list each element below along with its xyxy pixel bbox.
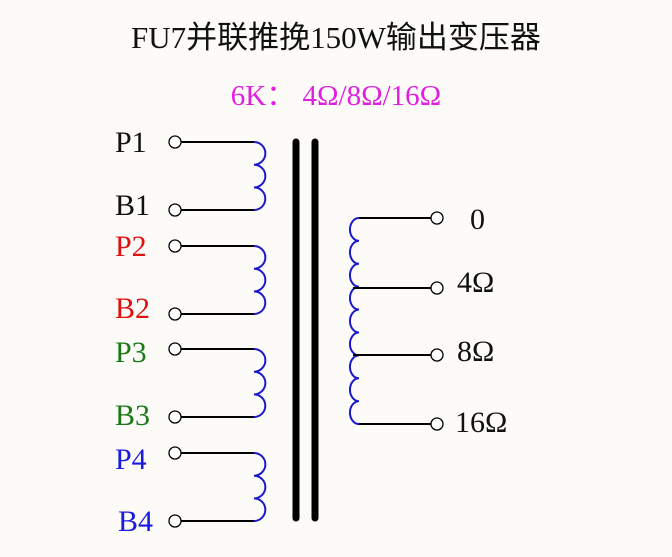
label-tap-4ohm: 4Ω	[457, 266, 495, 299]
label-tap-16ohm: 16Ω	[455, 406, 508, 439]
label-p2: P2	[115, 230, 147, 263]
terminal-16ohm	[430, 417, 444, 431]
primary-winding-1	[168, 135, 267, 217]
secondary-winding	[349, 211, 444, 431]
label-b3: B3	[115, 399, 151, 432]
primary-winding-4	[168, 446, 267, 528]
terminal-b4	[168, 514, 182, 528]
diagram-title: FU7并联推挽150W输出变压器	[131, 20, 541, 55]
label-p3: P3	[115, 336, 147, 369]
label-p4: P4	[115, 443, 147, 476]
transformer-core	[292, 138, 319, 522]
terminal-4ohm	[430, 281, 444, 295]
label-b4: B4	[118, 505, 154, 538]
terminal-b2	[168, 307, 182, 321]
terminal-p2	[168, 239, 182, 253]
terminal-b3	[168, 410, 182, 424]
label-b1: B1	[115, 189, 151, 222]
terminal-p3	[168, 342, 182, 356]
terminal-p1	[168, 135, 182, 149]
terminal-8ohm	[430, 348, 444, 362]
label-tap-8ohm: 8Ω	[457, 335, 495, 368]
label-p1: P1	[115, 126, 147, 159]
terminal-b1	[168, 203, 182, 217]
terminal-0	[430, 211, 444, 225]
primary-winding-3	[168, 342, 267, 424]
terminal-p4	[168, 446, 182, 460]
label-b2: B2	[115, 292, 151, 325]
label-tap-0: 0	[470, 203, 485, 236]
primary-winding-2	[168, 239, 267, 321]
impedance-spec: 6K： 4Ω/8Ω/16Ω	[230, 80, 442, 112]
